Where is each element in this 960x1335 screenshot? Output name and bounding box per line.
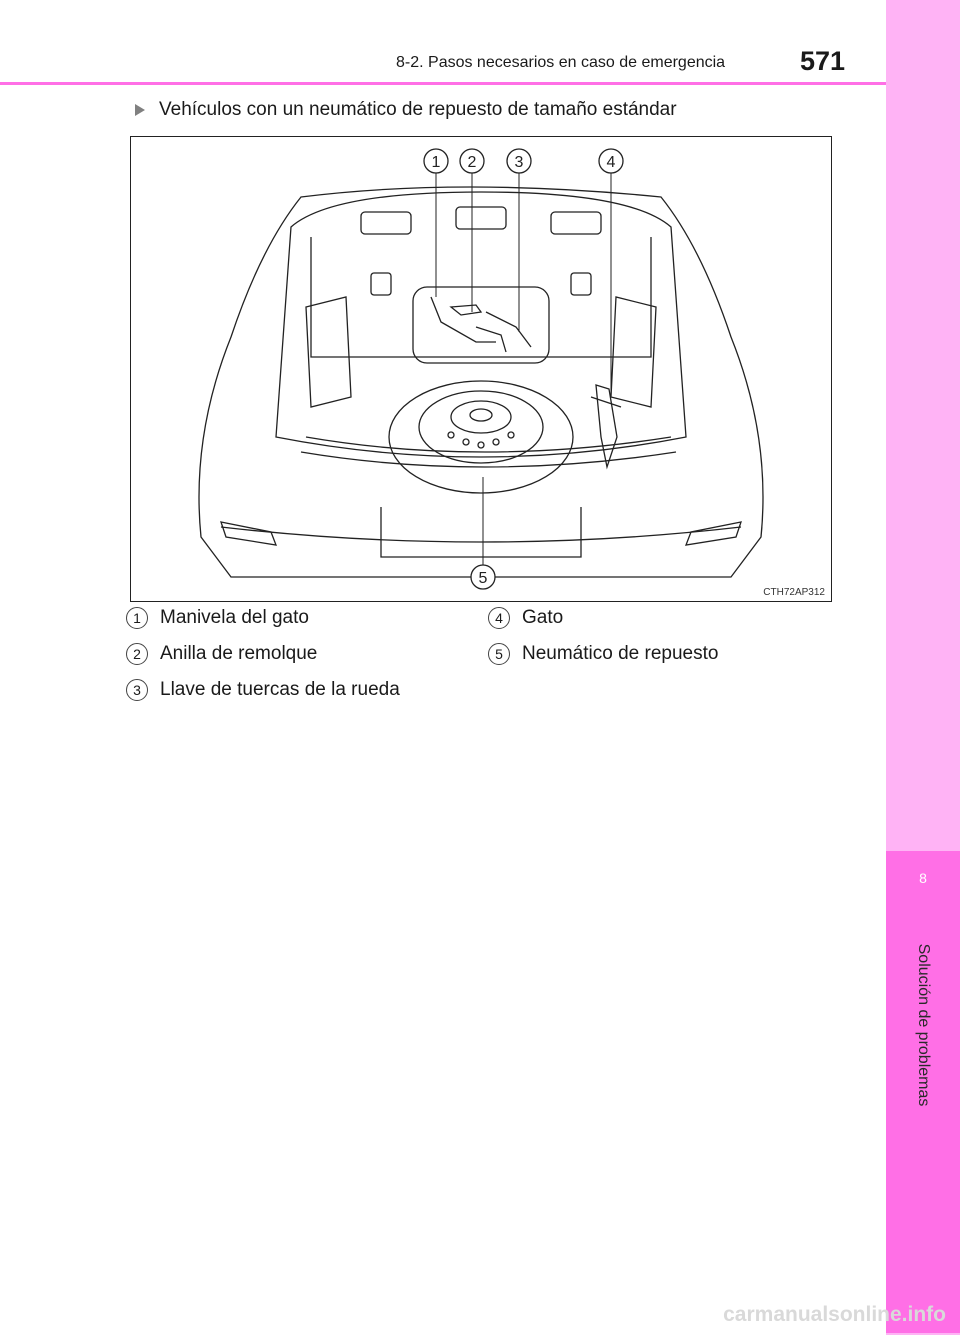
chapter-number: 8	[886, 870, 960, 886]
trunk-illustration: 1 2 3 4 5 CTH72AP312	[130, 136, 832, 602]
callout-3-label: 3	[515, 154, 524, 171]
legend-item: 1 Manivela del gato	[126, 607, 309, 629]
number-badge: 3	[126, 679, 148, 701]
callout-2-label: 2	[468, 154, 477, 171]
bullet-heading: Vehículos con un neumático de repuesto d…	[135, 99, 677, 121]
page-number: 571	[800, 46, 845, 77]
callout-4-label: 4	[607, 154, 616, 171]
trunk-drawing: 1 2 3 4 5	[131, 137, 831, 601]
legend-label: Manivela del gato	[160, 607, 309, 629]
triangle-bullet-icon	[135, 104, 145, 116]
legend-item: 5 Neumático de repuesto	[488, 643, 718, 665]
number-badge: 1	[126, 607, 148, 629]
callout-1-label: 1	[432, 154, 441, 171]
callout-5: 5	[471, 565, 495, 589]
header-rule	[0, 82, 886, 85]
bullet-text: Vehículos con un neumático de repuesto d…	[159, 99, 677, 121]
number-badge: 4	[488, 607, 510, 629]
callout-1: 1	[424, 149, 448, 173]
legend-item: 2 Anilla de remolque	[126, 643, 317, 665]
callout-5-label: 5	[479, 570, 488, 587]
legend-label: Neumático de repuesto	[522, 643, 718, 665]
header-section-title: 8-2. Pasos necesarios en caso de emergen…	[396, 54, 725, 72]
legend-label: Anilla de remolque	[160, 643, 317, 665]
legend-item: 3 Llave de tuercas de la rueda	[126, 679, 400, 701]
callout-3: 3	[507, 149, 531, 173]
legend-item: 4 Gato	[488, 607, 563, 629]
figure-code: CTH72AP312	[763, 587, 825, 598]
callout-2: 2	[460, 149, 484, 173]
watermark: carmanualsonline.info	[723, 1303, 946, 1327]
number-badge: 2	[126, 643, 148, 665]
chapter-title: Solución de problemas	[914, 944, 932, 1107]
legend-label: Llave de tuercas de la rueda	[160, 679, 400, 701]
callout-4: 4	[599, 149, 623, 173]
number-badge: 5	[488, 643, 510, 665]
legend-label: Gato	[522, 607, 563, 629]
